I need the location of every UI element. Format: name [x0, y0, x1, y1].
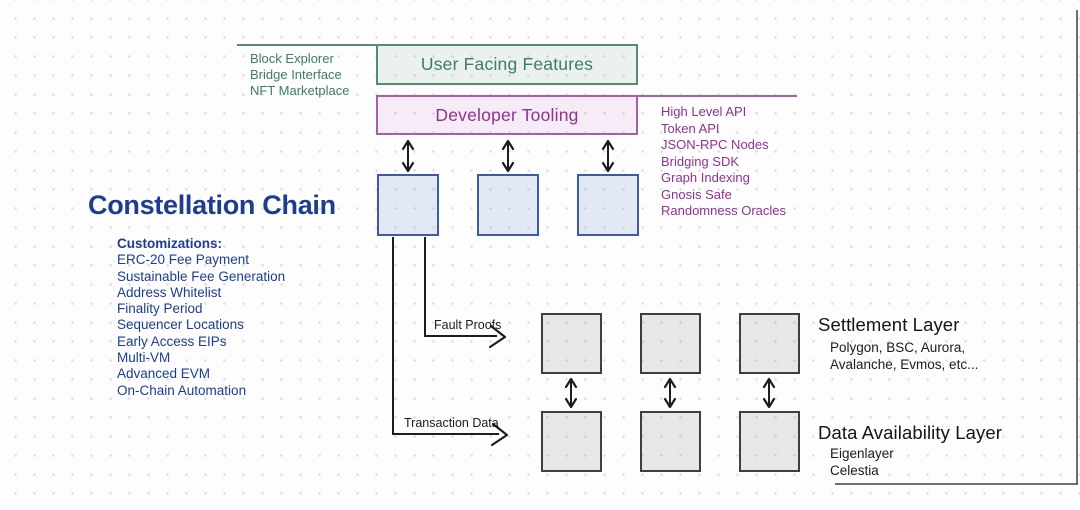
customizations-item: Multi-VM: [117, 350, 171, 366]
settlement-box-2[interactable]: [640, 313, 701, 374]
customizations-item: On-Chain Automation: [117, 382, 247, 398]
settlement-layer-sublist: Polygon, BSC, Aurora, Avalanche, Evmos, …: [830, 340, 978, 373]
settlement-layer-title: Settlement Layer: [818, 314, 960, 335]
settlement-da-arrow-2: [663, 377, 677, 409]
developer-tooling-list: High Level API Token API JSON-RPC Nodes …: [661, 104, 786, 220]
user-facing-features-label: User Facing Features: [420, 54, 594, 74]
data-availability-box-2[interactable]: [640, 411, 701, 472]
developer-tooling-list-item: Bridging SDK: [661, 153, 740, 169]
developer-tooling-box[interactable]: Developer Tooling: [376, 95, 638, 135]
developer-tooling-list-item: Gnosis Safe: [661, 186, 732, 202]
customizations-heading: Customizations:: [117, 236, 223, 251]
data-availability-title: Data Availability Layer: [818, 422, 1002, 443]
chain-node-box-1[interactable]: [377, 174, 439, 236]
transaction-data-connector: [392, 237, 509, 447]
customizations-item: ERC-20 Fee Payment: [117, 252, 250, 268]
data-availability-subline: Eigenlayer: [830, 446, 894, 461]
tooling-chain-arrow-2: [501, 139, 515, 173]
settlement-layer-subline: Polygon, BSC, Aurora,: [830, 340, 966, 355]
developer-tooling-list-item: Randomness Oracles: [661, 203, 786, 218]
customizations-item: Sustainable Fee Generation: [117, 268, 286, 284]
user-facing-callout-line: [237, 44, 376, 46]
tooling-chain-arrow-1: [401, 139, 415, 173]
customizations-item: Early Access EIPs: [117, 333, 227, 349]
canvas-bottom-border: [835, 483, 1078, 485]
customizations-item: Finality Period: [117, 301, 203, 317]
settlement-da-arrow-3: [762, 377, 776, 409]
developer-tooling-list-item: JSON-RPC Nodes: [661, 137, 769, 152]
customizations-list: Customizations: ERC-20 Fee Payment Susta…: [117, 236, 285, 399]
developer-tooling-list-item: Graph Indexing: [661, 170, 750, 185]
developer-tooling-list-item: High Level API: [661, 104, 747, 119]
data-availability-subline: Celestia: [830, 462, 879, 478]
settlement-box-1[interactable]: [541, 313, 602, 374]
settlement-da-arrow-1: [564, 377, 578, 409]
data-availability-sublist: Eigenlayer Celestia: [830, 446, 894, 479]
canvas-right-border: [1076, 10, 1078, 484]
user-facing-list-item: Bridge Interface: [250, 67, 342, 82]
data-availability-box-3[interactable]: [739, 411, 800, 472]
user-facing-list-item: NFT Marketplace: [250, 83, 350, 98]
user-facing-features-box[interactable]: User Facing Features: [376, 44, 638, 85]
developer-tooling-label: Developer Tooling: [435, 104, 579, 125]
developer-tooling-list-item: Token API: [661, 120, 720, 136]
transaction-data-label: Transaction Data: [404, 416, 499, 430]
chain-title: Constellation Chain: [88, 190, 336, 220]
tooling-chain-arrow-3: [601, 139, 615, 173]
chain-node-box-3[interactable]: [577, 174, 639, 236]
data-availability-box-1[interactable]: [541, 411, 602, 472]
settlement-box-3[interactable]: [739, 313, 800, 374]
developer-tooling-callout-line: [638, 95, 797, 97]
customizations-item: Sequencer Locations: [117, 317, 244, 333]
chain-node-box-2[interactable]: [477, 174, 539, 236]
customizations-item: Advanced EVM: [117, 366, 211, 382]
fault-proofs-label: Fault Proofs: [434, 318, 502, 332]
user-facing-list-item: Block Explorer: [250, 51, 334, 66]
user-facing-list: Block Explorer Bridge Interface NFT Mark…: [250, 51, 349, 99]
customizations-item: Address Whitelist: [117, 284, 222, 300]
settlement-layer-subline: Avalanche, Evmos, etc...: [830, 356, 979, 372]
